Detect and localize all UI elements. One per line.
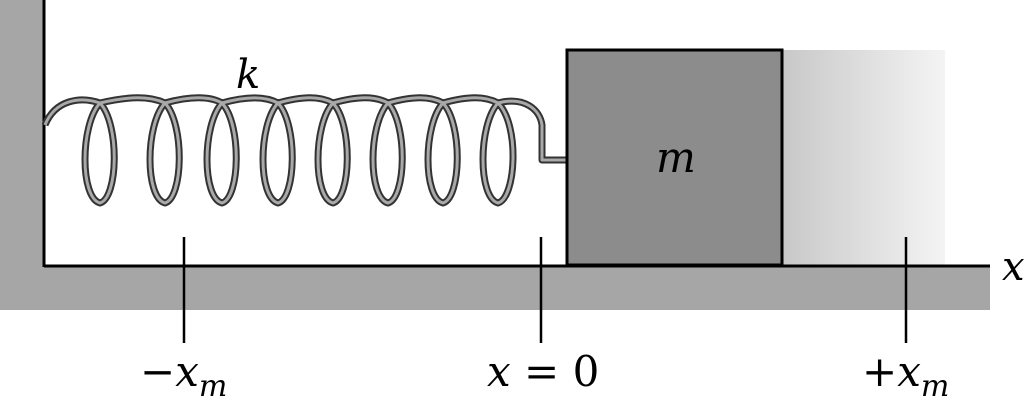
label-neg-xm-sub: m — [199, 369, 227, 404]
label-pos-xm: +xm — [862, 347, 949, 404]
label-pos-xm-var: x — [897, 347, 921, 396]
ghost-block-region — [782, 50, 945, 265]
label-x-zero: x = 0 — [487, 347, 599, 396]
label-x-zero-eq: = 0 — [511, 347, 600, 396]
spring-constant-label: k — [236, 52, 260, 98]
wall — [0, 0, 45, 310]
spring-coil — [41, 94, 567, 207]
label-pos-xm-sign: + — [862, 347, 897, 396]
mass-label: m — [656, 133, 696, 182]
label-pos-xm-sub: m — [921, 369, 949, 404]
label-neg-xm-sign: − — [140, 347, 175, 396]
floor — [0, 265, 990, 310]
label-neg-xm: −xm — [140, 347, 227, 404]
label-neg-xm-var: x — [175, 347, 199, 396]
axis-label: x — [1002, 244, 1024, 290]
mass-block — [565, 48, 784, 267]
label-x-zero-var: x — [487, 347, 511, 396]
